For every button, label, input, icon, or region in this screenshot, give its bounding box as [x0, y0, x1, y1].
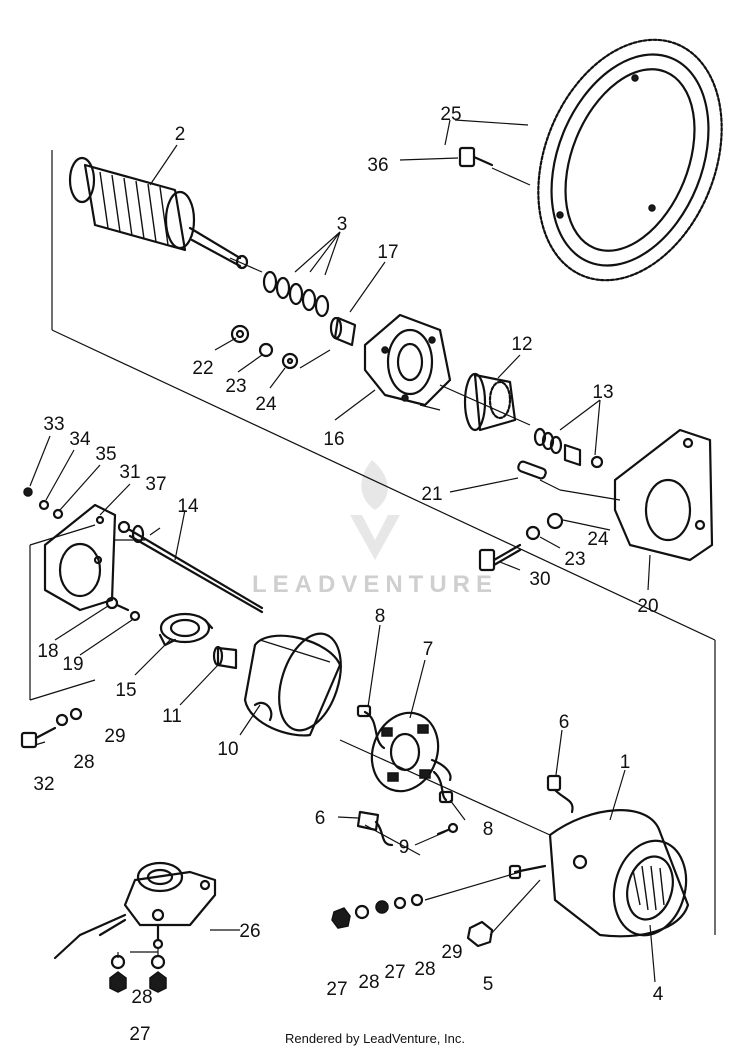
stop-pin: [517, 460, 547, 480]
callout-30: 30: [529, 569, 550, 590]
callout-18: 18: [37, 641, 58, 662]
callout-28-b: 28: [358, 972, 379, 993]
callout-26: 26: [239, 921, 260, 942]
callout-23-upper: 23: [225, 376, 246, 397]
callout-11: 11: [162, 706, 182, 727]
callout-23-lower: 23: [564, 549, 585, 570]
callout-24-upper: 24: [255, 394, 277, 415]
callout-13: 13: [592, 382, 613, 403]
footer-credit: Rendered by LeadVenture, Inc.: [285, 1031, 465, 1046]
washer-stack-upper: [230, 324, 299, 370]
motor-housing: [508, 774, 690, 938]
callout-25: 25: [440, 104, 461, 125]
front-bracket: [23, 487, 131, 612]
callout-labels: 1 2 3 4 5 6 6 7 8 8 9 10 11 12 13 14 15 …: [33, 104, 663, 1045]
brush-6-lower: [356, 810, 394, 847]
callout-20: 20: [637, 596, 658, 617]
callout-29-a: 29: [104, 726, 125, 747]
callout-2: 2: [175, 124, 186, 145]
spring-collar: [533, 427, 604, 469]
callout-6-upper: 6: [559, 712, 570, 733]
callout-17: 17: [377, 242, 398, 263]
screw-9: [436, 822, 459, 836]
callout-leaders: [34, 119, 656, 983]
callout-27-a: 27: [326, 979, 347, 1000]
armature: [68, 156, 249, 270]
callout-8-upper: 8: [375, 606, 386, 627]
callout-32: 32: [33, 774, 54, 795]
callout-22: 22: [192, 358, 213, 379]
callout-16: 16: [323, 429, 344, 450]
callout-15: 15: [115, 680, 136, 701]
callout-37: 37: [145, 474, 166, 495]
screw-18: [105, 596, 141, 622]
bolt-36: [399, 146, 531, 186]
callout-1: 1: [620, 752, 631, 773]
watermark-logo: [350, 460, 400, 560]
callout-28-a: 28: [73, 752, 94, 773]
spring-set: [262, 270, 330, 318]
callout-6-lower: 6: [315, 808, 326, 829]
callout-35: 35: [95, 444, 116, 465]
ring-gear: [537, 38, 723, 282]
callout-31: 31: [119, 462, 140, 483]
assembly-lines: [29, 150, 716, 936]
bolt-30-assembly: [478, 512, 564, 572]
callout-10: 10: [217, 739, 238, 760]
bushing-17: [329, 316, 357, 347]
callout-27-c: 27: [129, 1024, 150, 1045]
end-frame: [363, 313, 452, 407]
through-bolt: [128, 524, 264, 614]
callout-21: 21: [421, 484, 442, 505]
left-label-leaders: [29, 435, 131, 516]
callout-7: 7: [423, 639, 434, 660]
callout-34: 34: [69, 429, 91, 450]
callout-36: 36: [367, 155, 388, 176]
end-cap: [243, 632, 342, 737]
drive-pinion: [463, 372, 517, 432]
terminal-hardware: [331, 893, 424, 929]
mounting-bracket: [613, 428, 714, 562]
callout-4: 4: [653, 984, 664, 1005]
brush-plate: [356, 704, 454, 804]
bearing-retainer: [158, 612, 214, 647]
callout-19: 19: [62, 654, 83, 675]
bolt-32-assembly: [20, 707, 83, 749]
callout-12: 12: [511, 334, 532, 355]
bushing-11: [212, 645, 238, 670]
callout-24-lower: 24: [587, 529, 609, 550]
nut-5: [466, 920, 494, 948]
callout-5: 5: [483, 974, 494, 995]
callout-29-b: 29: [441, 942, 462, 963]
callout-28-d: 28: [131, 987, 152, 1008]
callout-9: 9: [399, 837, 410, 858]
watermark-text: LEADVENTURE: [252, 571, 498, 598]
callout-33: 33: [43, 414, 64, 435]
callout-8-lower: 8: [483, 819, 494, 840]
solenoid-hardware: [109, 948, 167, 993]
solenoid: [53, 861, 217, 960]
callout-3: 3: [337, 214, 348, 235]
callout-28-c: 28: [414, 959, 435, 980]
callout-14: 14: [177, 496, 199, 517]
callout-27-b: 27: [384, 962, 405, 983]
